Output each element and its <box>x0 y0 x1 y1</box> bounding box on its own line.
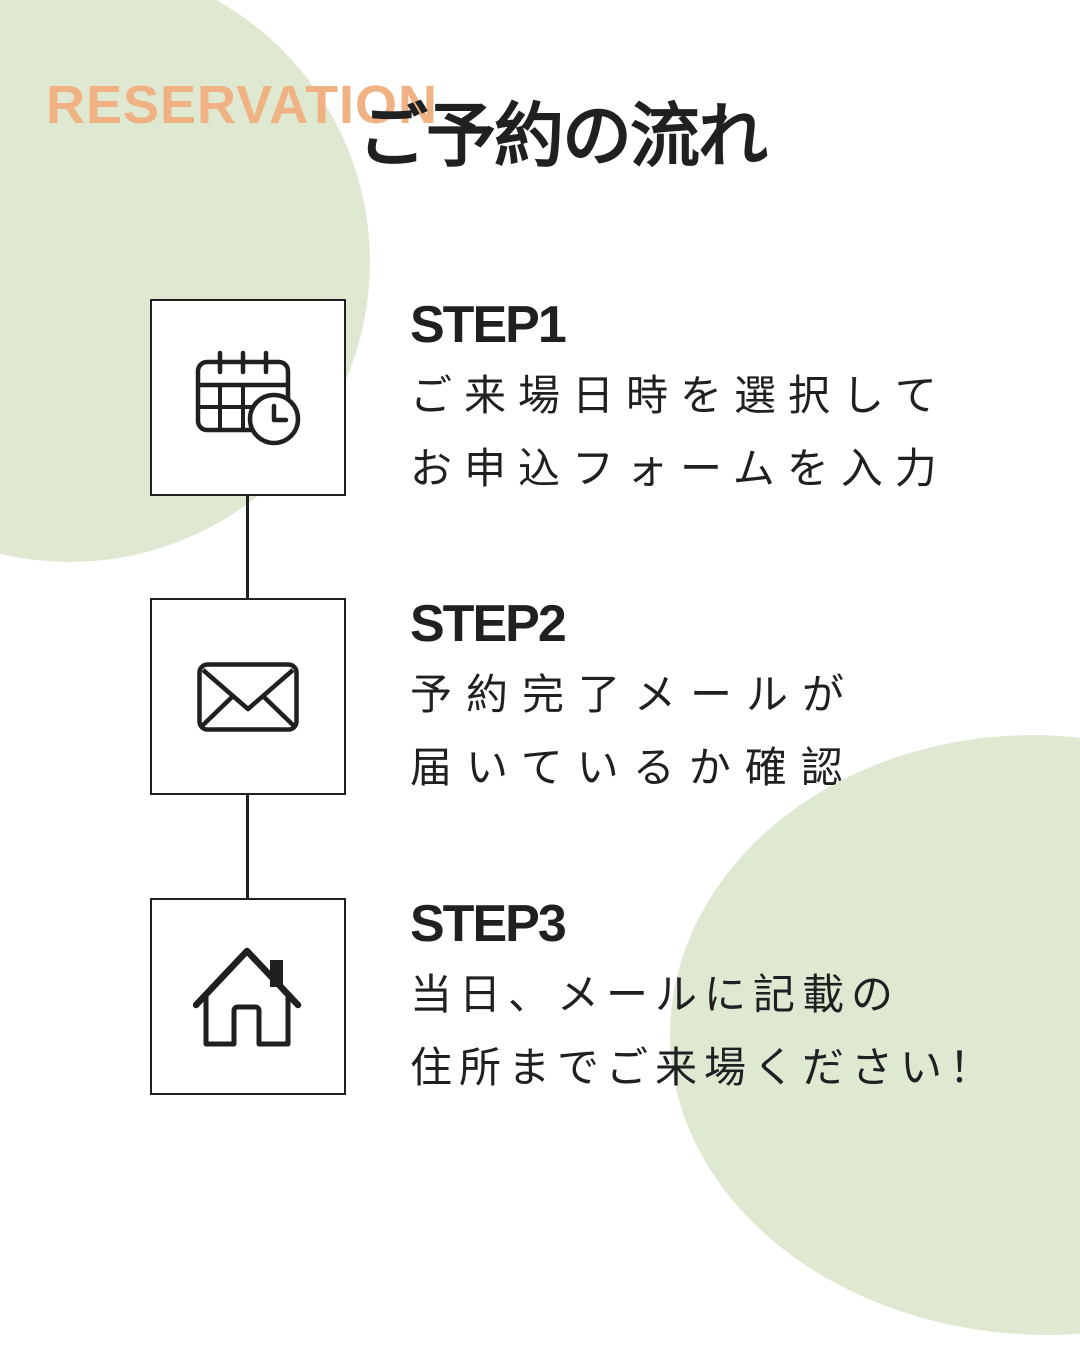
eyebrow-text: RESERVATION <box>46 75 439 135</box>
step-row-3: STEP3 当日、メールに記載の 住所までご来場ください！ <box>0 898 1080 1095</box>
step3-line1: 当日、メールに記載の <box>410 971 901 1018</box>
step3-description: 当日、メールに記載の 住所までご来場ください！ <box>410 958 998 1104</box>
step1-label: STEP1 <box>410 296 567 354</box>
step1-icon-box <box>150 299 346 496</box>
envelope-icon <box>197 661 299 732</box>
step1-line1: ご来場日時を選択して <box>410 372 949 419</box>
step3-label: STEP3 <box>410 895 567 953</box>
step1-line2: お申込フォームを入力 <box>410 445 949 492</box>
step2-icon-box <box>150 598 346 795</box>
step2-line1: 予約完了メールが <box>410 671 859 718</box>
step2-label: STEP2 <box>410 595 567 653</box>
step-connector-2-3 <box>246 795 249 898</box>
step2-description: 予約完了メールが 届いているか確認 <box>410 658 858 804</box>
step3-line2: 住所までご来場ください！ <box>410 1044 999 1091</box>
page-title: ご予約の流れ <box>358 97 768 175</box>
step-connector-1-2 <box>246 496 249 598</box>
step3-icon-box <box>150 898 346 1095</box>
step-row-2: STEP2 予約完了メールが 届いているか確認 <box>0 598 1080 795</box>
step2-line2: 届いているか確認 <box>410 744 857 791</box>
step-row-1: STEP1 ご来場日時を選択して お申込フォームを入力 <box>0 299 1080 496</box>
step1-description: ご来場日時を選択して お申込フォームを入力 <box>410 359 949 505</box>
calendar-clock-icon <box>195 350 301 445</box>
house-icon <box>193 947 302 1046</box>
